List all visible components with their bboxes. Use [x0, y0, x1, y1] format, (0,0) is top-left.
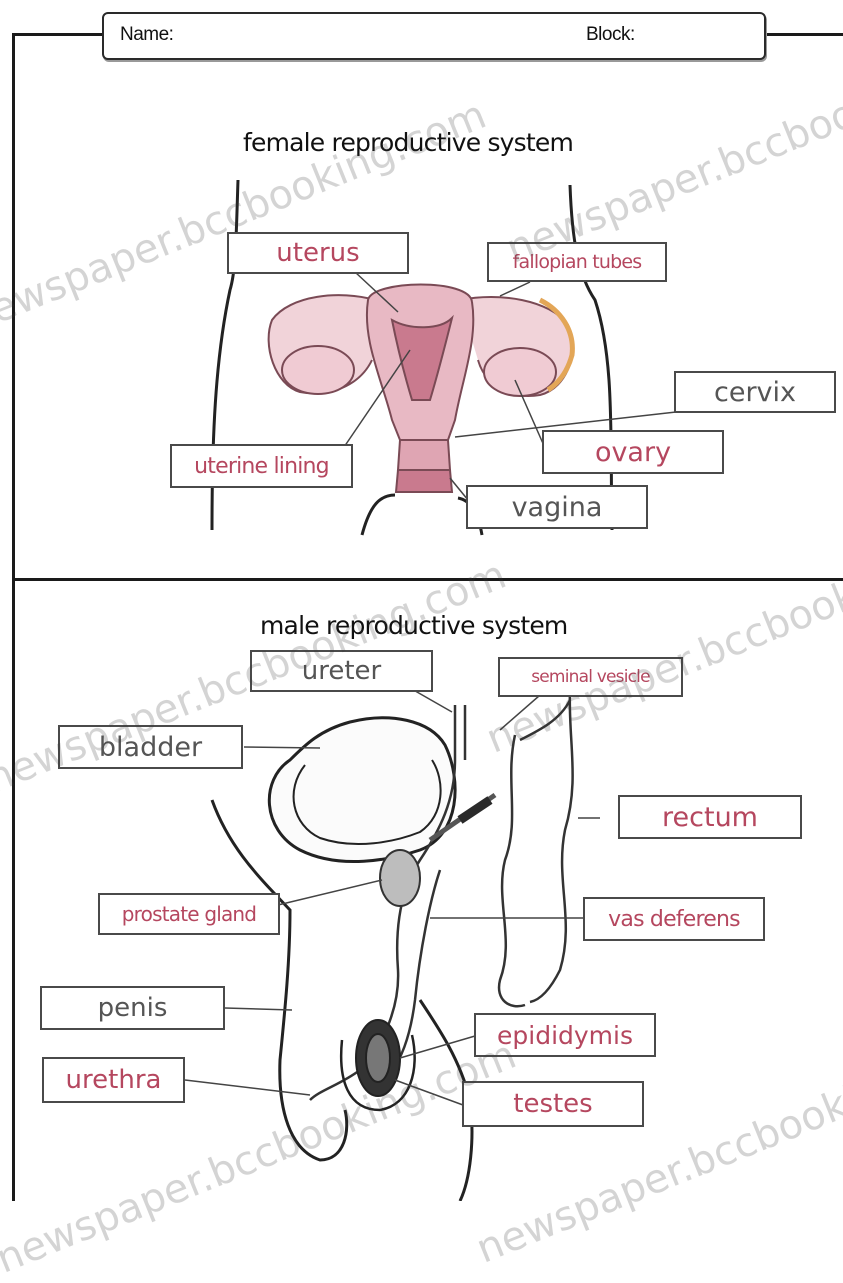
label-bladder: bladder [58, 725, 243, 769]
label-penis: penis [40, 986, 225, 1030]
label-vagina: vagina [466, 485, 648, 529]
label-cervix: cervix [674, 371, 836, 413]
label-epididymis: epididymis [474, 1013, 656, 1057]
label-uterine-lining: uterine lining [170, 444, 353, 488]
male-section-title: male reproductive system [260, 611, 567, 640]
label-uterus: uterus [227, 232, 409, 274]
label-fallopian-tubes: fallopian tubes [487, 242, 667, 282]
female-section-title: female reproductive system [243, 128, 573, 157]
label-ureter: ureter [250, 650, 433, 692]
label-testes: testes [462, 1081, 644, 1127]
label-prostate-gland: prostate gland [98, 893, 280, 935]
label-vas-deferens: vas deferens [583, 897, 765, 941]
rectum-illustration [499, 690, 573, 1006]
bladder-illustration [269, 718, 455, 862]
label-seminal-vesicle: seminal vesicle [498, 657, 683, 697]
testis-illustration [341, 1020, 414, 1110]
label-urethra: urethra [42, 1057, 185, 1103]
label-ovary: ovary [542, 430, 724, 474]
label-rectum: rectum [618, 795, 802, 839]
